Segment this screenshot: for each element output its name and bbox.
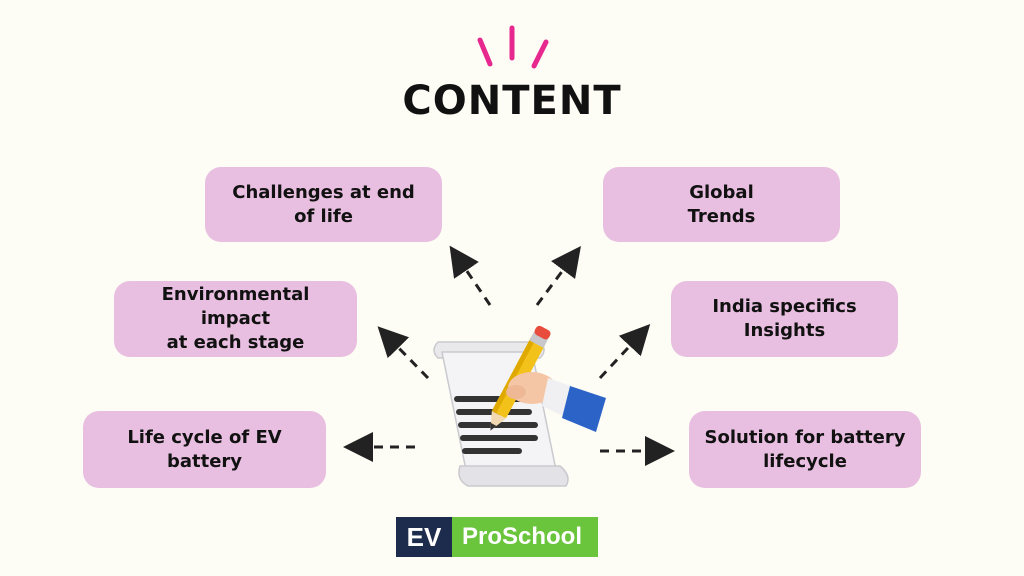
logo-ev-text: EV	[396, 517, 452, 557]
arrow-to-top-left	[449, 245, 492, 306]
arrow-to-middle-right	[598, 324, 651, 380]
topic-india-insights: India specifics Insights	[671, 281, 898, 357]
logo-proschool-text: ProSchool	[452, 517, 599, 557]
topic-life-cycle-ev-battery: Life cycle of EV battery	[83, 411, 326, 488]
topic-global-trends: Global Trends	[603, 167, 840, 242]
arrow-to-top-right	[535, 245, 581, 306]
topic-solution-battery-lifecycle: Solution for battery lifecycle	[689, 411, 921, 488]
topic-environmental-impact: Environmental impact at each stage	[114, 281, 357, 357]
sparkle-lines-icon	[477, 25, 549, 69]
pencil-writing-on-paper-icon	[433, 325, 606, 487]
topic-challenges-end-of-life: Challenges at end of life	[205, 167, 442, 242]
page-title: CONTENT	[402, 78, 622, 124]
ev-proschool-logo: EV ProSchool	[396, 517, 599, 557]
